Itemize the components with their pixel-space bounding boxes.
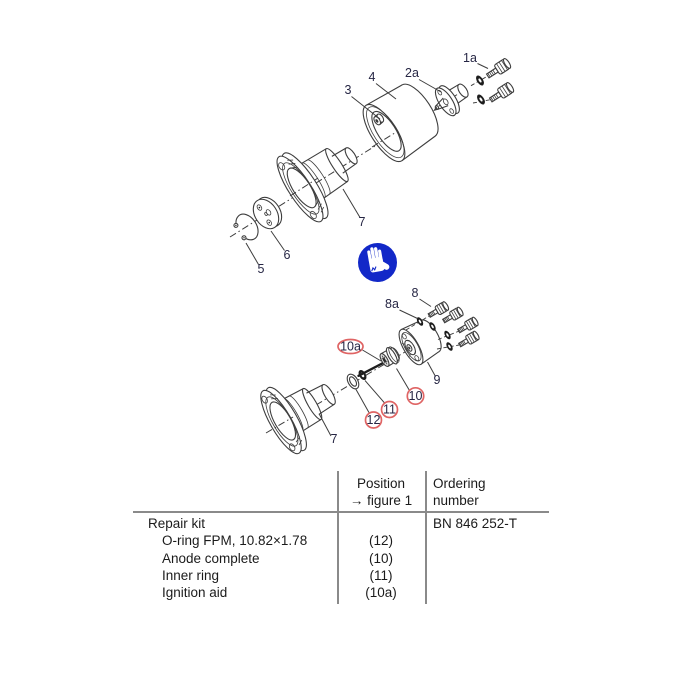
column-header-ordering-line1: Ordering	[433, 476, 486, 491]
ignition-aid-pin-part	[357, 360, 388, 377]
screw-part	[427, 301, 450, 318]
part-label-10a: 10a	[340, 340, 361, 354]
flange-shaft-part	[276, 147, 358, 223]
parts-table: Position → figure 1 Ordering number Repa…	[133, 471, 549, 607]
part-label-5: 5	[258, 262, 265, 276]
part-label-7-top: 7	[359, 215, 366, 229]
axis-segment	[289, 177, 319, 197]
screw-part	[456, 316, 479, 334]
cell-part-name: Repair kit	[148, 516, 206, 531]
highlight-circle-12	[364, 411, 383, 429]
leader-8	[419, 298, 432, 307]
leader-4	[375, 83, 397, 100]
disc-part	[252, 196, 283, 230]
table-row: O-ring FPM, 10.82×1.78 (12)	[133, 533, 549, 550]
leader-9	[427, 361, 436, 377]
washer-part	[477, 94, 485, 105]
screw-part	[488, 82, 515, 103]
leader-7	[342, 188, 361, 218]
highlight-circle-11	[380, 400, 399, 419]
leader-1a	[477, 63, 489, 69]
cell-position: (12)	[368, 533, 393, 549]
screw-part	[485, 58, 512, 79]
table-row: Ignition aid (10a)	[133, 585, 549, 602]
leader-8a	[399, 309, 418, 319]
cell-part-name: O-ring FPM, 10.82×1.78	[162, 533, 308, 549]
washer-part	[444, 330, 451, 340]
cell-position: (11)	[369, 567, 393, 583]
leader-2a	[418, 79, 442, 93]
part-label-8: 8	[412, 286, 419, 300]
highlight-circle-10a	[337, 338, 364, 355]
column-header-ordering-line2: number	[433, 493, 479, 508]
part-label-12: 12	[367, 413, 381, 427]
part-label-1a: 1a	[463, 51, 477, 65]
washer-part	[476, 75, 484, 86]
washer-part	[416, 317, 424, 326]
housing-part	[398, 319, 442, 366]
anode-part	[379, 346, 400, 367]
screw-part	[441, 306, 464, 324]
part-label-3: 3	[345, 83, 352, 97]
leader-3	[351, 96, 381, 120]
axis-segment	[371, 130, 399, 148]
leader-12	[355, 388, 370, 414]
figure-bottom: 8 8a 9 10 10a 11 12 7	[260, 286, 480, 455]
column-header-position: Position → figure 1	[337, 475, 425, 509]
part-label-7-bottom: 7	[331, 432, 338, 446]
column-header-ordering: Ordering number	[433, 475, 486, 509]
highlight-circle-10	[406, 386, 425, 406]
circlip-part	[233, 213, 259, 241]
cell-position: (10a)	[365, 585, 397, 601]
cell-part-name: Anode complete	[162, 550, 260, 566]
table-row: Repair kit BN 846 252-T	[133, 516, 549, 533]
cell-position: (10)	[368, 550, 393, 566]
part-label-6: 6	[284, 248, 291, 262]
leader-11	[364, 380, 386, 404]
table-rule-vertical-2	[425, 471, 427, 604]
part-label-4: 4	[369, 70, 376, 84]
table-row: Anode complete (10)	[133, 551, 549, 568]
column-header-position-line1: Position	[356, 476, 406, 491]
bolt-axis-dashes	[405, 315, 461, 350]
cap-part	[362, 83, 439, 163]
leader-10	[396, 368, 410, 391]
part-label-2a: 2a	[405, 66, 419, 80]
column-header-position-line2: → figure 1	[349, 493, 413, 508]
table-rule-vertical-1	[337, 471, 339, 604]
part-label-9: 9	[434, 373, 441, 387]
hub-part	[433, 83, 469, 117]
leader-6	[270, 230, 285, 251]
part-label-8a: 8a	[385, 297, 399, 311]
cell-ordering-number: BN 846 252-T	[433, 516, 518, 531]
washer-part	[446, 342, 453, 351]
cell-part-name: Ignition aid	[162, 585, 228, 601]
leader-10a	[362, 349, 382, 362]
leader-7-bottom	[319, 414, 332, 437]
table-body: Repair kit BN 846 252-T O-ring FPM, 10.8…	[133, 516, 549, 602]
leader-5	[245, 242, 259, 265]
flange-shaft-part	[260, 383, 336, 455]
washer-part	[429, 322, 436, 331]
cell-part-name: Inner ring	[162, 567, 220, 583]
part-label-11: 11	[383, 403, 396, 417]
screw-part	[457, 330, 480, 348]
table-rule-horizontal	[133, 511, 549, 513]
part-label-10: 10	[409, 389, 423, 403]
axis-segment	[265, 416, 294, 434]
figure-top: 1a 2a 4 3 7 6 5	[229, 51, 515, 276]
table-row: Inner ring (11)	[133, 568, 549, 585]
protective-gloves-icon	[358, 243, 397, 282]
o-ring-part	[346, 373, 360, 390]
